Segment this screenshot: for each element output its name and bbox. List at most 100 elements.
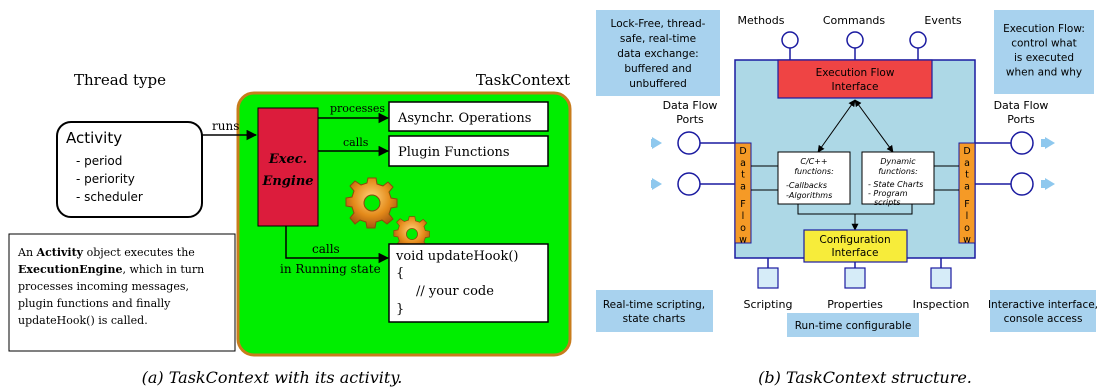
calls-label: calls: [312, 242, 340, 256]
running-state-label: in Running state: [280, 262, 381, 276]
gear-icon: [345, 177, 398, 229]
update-hook-code: }: [396, 302, 404, 317]
note-box: [8, 233, 236, 352]
async-operations-label: Asynchr. Operations: [397, 111, 531, 126]
activity-item: - periority: [76, 172, 135, 186]
lockfree-note-line: unbuffered: [629, 78, 687, 90]
execflow-note-line: when and why: [1006, 67, 1082, 79]
commands-label: Commands: [823, 14, 886, 27]
running-state-arrow: [285, 226, 390, 264]
dataflow-bar-letter: w: [963, 235, 971, 246]
config-interface-label: Interface: [831, 247, 878, 259]
dataflow-bar-letter: o: [964, 223, 970, 234]
methods-port: [781, 31, 799, 49]
dataflow-bar-letter: a: [740, 158, 746, 169]
dynamic-functions-label: - State Charts: [868, 180, 923, 189]
config-interface-label: Configuration: [819, 234, 890, 246]
runs-label: runs: [212, 119, 239, 133]
dataflow-bar-left: [734, 142, 752, 244]
update-hook-box: [388, 243, 549, 323]
dataflow-ports-right-label: Ports: [1007, 113, 1035, 126]
runtime-note: [787, 313, 919, 337]
lockfree-note: [596, 10, 720, 96]
dataflow-bar-letter: a: [964, 181, 970, 192]
dynamic-functions-label: Dynamic: [880, 157, 916, 166]
dataflow-port-left: [677, 131, 701, 155]
events-port: [909, 31, 927, 49]
dataflow-out-arrow-icon: [1045, 137, 1055, 149]
dataflow-ports-left-label: Data Flow: [663, 99, 718, 112]
activity-title: Activity: [66, 129, 122, 147]
methods-label: Methods: [738, 14, 785, 27]
dataflow-port-right: [1010, 131, 1034, 155]
thread-type-label: Thread type: [74, 71, 166, 89]
update-hook-code: {: [396, 266, 404, 281]
dataflow-bar-letter: a: [964, 158, 970, 169]
execflow-note-line: control what: [1011, 38, 1077, 50]
dataflow-bar-letter: w: [739, 235, 747, 246]
dataflow-bar-letter: F: [964, 199, 969, 210]
update-hook-code: void updateHook(): [395, 249, 518, 264]
realtime-note-line: Real-time scripting,: [603, 299, 705, 311]
note-line: ExecutionEngine, which in turn: [18, 263, 204, 276]
commands-port: [846, 31, 864, 49]
dataflow-bar-letter: t: [965, 170, 969, 181]
diagram-a: Thread type TaskContext Activity - perio…: [8, 71, 572, 387]
events-label: Events: [924, 14, 962, 27]
plugin-functions-label: Plugin Functions: [398, 145, 510, 160]
lockfree-note-line: safe, real-time: [620, 33, 696, 45]
dynamic-functions-label: scripts: [874, 198, 900, 207]
scripting-label: Scripting: [744, 298, 793, 311]
lockfree-note-line: Lock-Free, thread-: [611, 18, 706, 30]
interactive-note-line: Interactive interface,: [988, 299, 1098, 311]
scripting-port: [757, 267, 779, 289]
calls-label: calls: [343, 136, 369, 149]
note-line: updateHook() is called.: [18, 314, 148, 327]
config-interface-box: [803, 229, 908, 263]
dynamic-functions-label: - Program: [868, 189, 908, 198]
exec-engine-label: Exec.: [268, 152, 307, 167]
dynamic-functions-label: functions:: [878, 167, 918, 176]
inspection-port: [930, 267, 952, 289]
interactive-note-line: console access: [1004, 313, 1083, 325]
exec-to-dyn-arrow: [854, 99, 894, 153]
cpp-functions-label: -Callbacks: [786, 181, 827, 190]
dataflow-bar-letter: l: [966, 211, 969, 222]
cpp-functions-label: functions:: [794, 167, 834, 176]
caption-a: (a) TaskContext with its activity.: [142, 368, 403, 387]
dataflow-bar-letter: D: [739, 146, 746, 157]
exec-flow-interface-label: Execution Flow: [816, 67, 895, 79]
lockfree-note-line: buffered and: [624, 63, 691, 75]
dataflow-bar-letter: D: [963, 146, 970, 157]
properties-port: [844, 267, 866, 289]
dynamic-functions-box: [861, 151, 935, 205]
runtime-note-label: Run-time configurable: [795, 320, 912, 332]
dataflow-bar-letter: l: [742, 211, 745, 222]
exec-flow-interface-box: [777, 59, 933, 99]
inspection-label: Inspection: [913, 298, 970, 311]
exec-to-cpp-arrow: [817, 99, 856, 153]
execflow-note-line: Execution Flow:: [1003, 23, 1085, 35]
execflow-note-line: is executed: [1014, 52, 1074, 64]
execflow-note-text: Execution Flow: control what is executed wh…: [1003, 23, 1085, 79]
cpp-functions-box: [777, 151, 851, 205]
note-line: An Activity object executes the: [17, 246, 195, 259]
plugin-functions-box: [388, 135, 549, 167]
exec-engine-label: Engine: [261, 174, 313, 189]
properties-label: Properties: [827, 298, 883, 311]
dataflow-ports-right-label: Data Flow: [994, 99, 1049, 112]
exec-flow-interface-label: Interface: [831, 81, 878, 93]
exec-engine-box: [257, 107, 319, 227]
diagram-b: Methods Commands Events Execution Flow I…: [596, 10, 1098, 387]
processes-label: processes: [330, 102, 385, 115]
cpp-functions-label: C/C++: [800, 157, 827, 166]
note-line: plugin functions and finally: [18, 297, 171, 310]
task-context-label: TaskContext: [476, 71, 570, 89]
dataflow-bar-letter: a: [740, 181, 746, 192]
realtime-note-line: state charts: [623, 313, 686, 325]
dataflow-port-right: [1010, 172, 1034, 196]
dataflow-bar-letter: o: [740, 223, 746, 234]
